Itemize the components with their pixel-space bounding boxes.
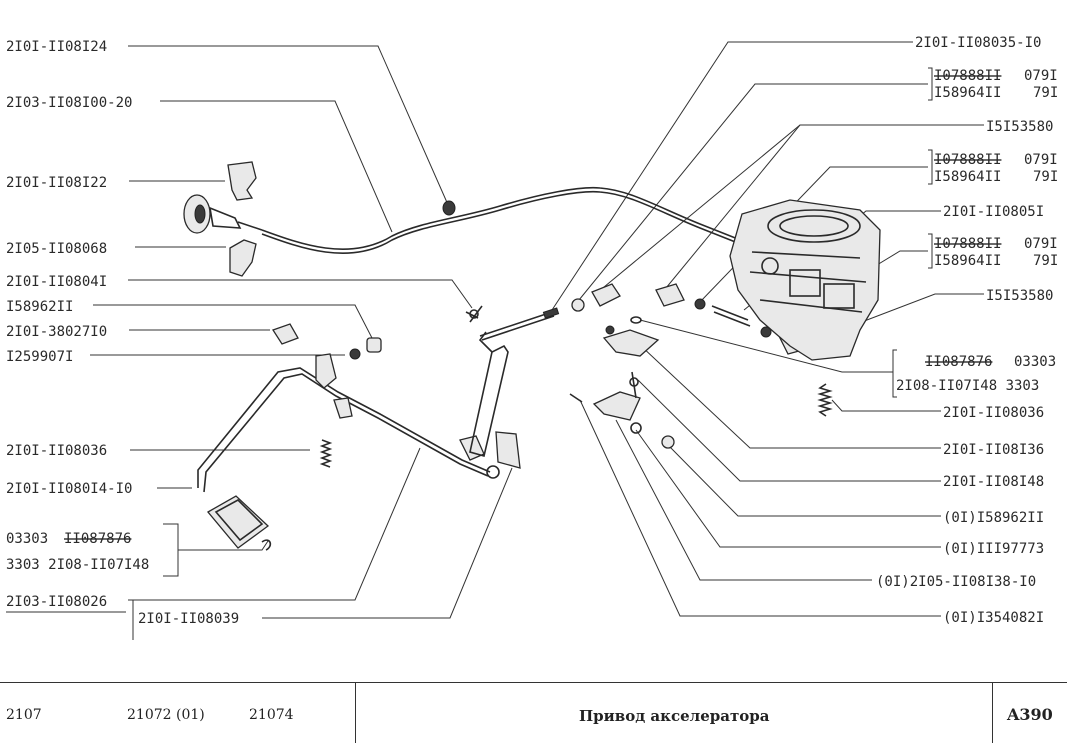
bracket-group-1: I07888II 079I I58964II 79I [928,67,1058,101]
label-15896211: I58962II [6,299,73,315]
bracket-top [227,161,257,201]
model-code-2107: 2107 [6,707,42,723]
right-pair-suffix: 03303 [1014,354,1056,370]
linkage-lever-bottom [592,391,641,421]
left-bracket-pair: 03303 II087876 3303 2I08-II07I48 [6,523,179,577]
label-2101-1108122: 2I0I-II08I22 [6,175,107,191]
label-2101-1108039: 2I0I-II08039 [138,611,239,627]
label-2103-1108100-20: 2I03-II08I00-20 [6,95,132,111]
label-2105-1108068: 2I05-II08068 [6,241,107,257]
label-2101-3802710: 2I0I-38027I0 [6,324,107,340]
sheet-title: Привод акселератора [579,707,770,725]
bracket-group-2: I07888II 079I I58964II 79I [928,149,1058,185]
carburettor [729,199,881,361]
bg1-b1: 79I [1033,85,1058,101]
intermediate-lever [469,344,509,458]
right-pair-line2: 2I08-II07I48 3303 [896,378,1039,394]
label-2101-1108124: 2I0I-II08I24 [6,39,107,55]
label-2101-1108148: 2I0I-II08I48 [943,474,1044,490]
accelerator-drive-diagram: 2I0I-II08I24 2I03-II08I00-20 2I0I-II08I2… [6,35,1058,640]
title-block: 2107 21072 (01) 21074 Привод акселератор… [0,682,1067,743]
label-2103-1108026: 2I03-II08026 [6,594,107,610]
left-labels: 2I0I-II08I24 2I03-II08I00-20 2I0I-II08I2… [6,39,239,640]
label-2101-1108036-right: 2I0I-II08036 [943,405,1044,421]
label-01-2105-1108138-10: (0I)2I05-II08I38-I0 [876,574,1036,590]
choke-knob [183,194,263,234]
sheet-code: A390 [1007,705,1053,724]
right-labels: 2I0I-II08035-I0 I07888II 079I I58964II 7… [876,35,1058,626]
label-2101-1108014-10: 2I0I-II080I4-I0 [6,481,132,497]
left-pair-prefix: 03303 [6,531,48,547]
left-pair-struck: II087876 [64,531,131,547]
label-15153580-b: I5I53580 [986,288,1053,304]
spring-left [319,439,333,468]
right-pair-struck: II087876 [925,354,992,370]
model-code-21072: 21072 (01) [127,707,205,723]
boxed-label-group: 2I0I-II08039 [132,599,239,640]
bg2-a1: 079I [1024,152,1058,168]
bracket-bottom [229,239,257,277]
label-2101-1108035-10: 2I0I-II08035-I0 [915,35,1041,51]
bg2-line2: I58964II [934,169,1001,185]
choke-cable [261,186,749,250]
spring-right [817,383,833,417]
left-pair-line2: 3303 2I08-II07I48 [6,557,149,573]
bg2-b1: 79I [1033,169,1058,185]
label-01-13540821: (0I)I354082I [943,610,1044,626]
right-bracket-pair: II087876 03303 2I08-II07I48 3303 [892,349,1056,398]
bg3-a1: 079I [1024,236,1058,252]
label-15153580-a: I5I53580 [986,119,1053,135]
bg2-struck: I07888II [934,152,1001,168]
bg3-b1: 79I [1033,253,1058,269]
label-12599071: I259907I [6,349,73,365]
label-2101-1108051: 2I0I-II0805I [943,204,1044,220]
bg1-a1: 079I [1024,68,1058,84]
label-01-15896211: (0I)I58962II [943,510,1044,526]
bg1-struck: I07888II [934,68,1001,84]
accelerator-rod [479,311,555,341]
bracket-group-3: I07888II 079I I58964II 79I [928,233,1058,269]
parts [183,161,881,551]
label-01-11197773: (0I)III97773 [943,541,1044,557]
bg1-line2: I58964II [934,85,1001,101]
bg3-struck: I07888II [934,236,1001,252]
label-2101-1108041: 2I0I-II0804I [6,274,107,290]
model-code-21074: 21074 [249,707,294,723]
linkage-lever-top [602,329,660,357]
label-2101-1108136: 2I0I-II08I36 [943,442,1044,458]
label-2101-1108036-left: 2I0I-II08036 [6,443,107,459]
bg3-line2: I58964II [934,253,1001,269]
